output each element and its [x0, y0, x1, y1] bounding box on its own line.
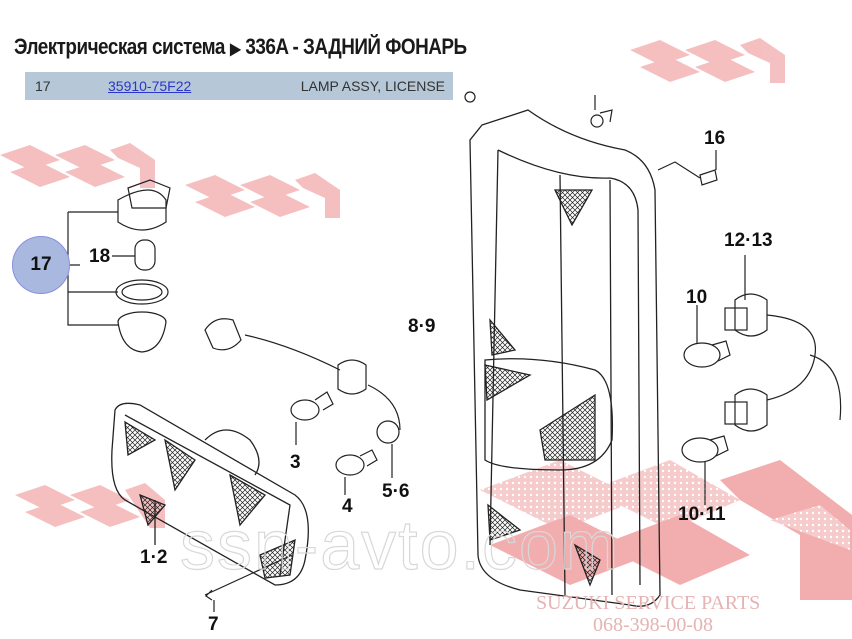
- breadcrumb-category: Электрическая система: [14, 34, 225, 59]
- callout-12-13[interactable]: 12·13: [724, 230, 773, 251]
- callout-3[interactable]: 3: [290, 452, 301, 473]
- breadcrumb-section: 336A - ЗАДНИЙ ФОНАРЬ: [245, 34, 467, 59]
- middle-sockets-bulbs: [204, 318, 401, 495]
- callout-4[interactable]: 4: [342, 496, 353, 517]
- callout-17-highlighted[interactable]: 17: [12, 236, 70, 294]
- logo-watermark-top-right: [630, 38, 785, 83]
- callout-10-11[interactable]: 10·11: [678, 504, 726, 525]
- selected-part-row: 17 35910-75F22 LAMP ASSY, LICENSE: [25, 72, 453, 100]
- callout-8-9[interactable]: 8·9: [408, 316, 436, 337]
- combination-lamp: [111, 402, 309, 586]
- site-watermark: ssn-avto.com: [179, 505, 621, 584]
- callout-16[interactable]: 16: [704, 128, 726, 149]
- phone-watermark: 068-398-00-08: [593, 614, 713, 636]
- company-watermark: SUZUKI SERVICE PARTS: [536, 592, 761, 614]
- callout-18[interactable]: 18: [89, 246, 111, 267]
- logo-watermark-large: [480, 460, 852, 600]
- part-description: LAMP ASSY, LICENSE: [300, 78, 445, 94]
- part-ref: 17: [35, 78, 51, 94]
- tail-lamp-housing: [469, 109, 661, 607]
- breadcrumb-separator-icon: ▶: [230, 41, 241, 58]
- page-title: Электрическая система ▶336A - ЗАДНИЙ ФОНА…: [14, 34, 467, 60]
- license-lamp-parts: [67, 179, 171, 353]
- callout-1-2[interactable]: 1·2: [140, 547, 168, 568]
- logo-watermark-top-left: [0, 143, 155, 188]
- part-number-link[interactable]: 35910-75F22: [108, 78, 192, 94]
- logo-watermark-mid: [185, 173, 340, 218]
- callout-5-6[interactable]: 5·6: [382, 481, 410, 502]
- callout-7[interactable]: 7: [208, 614, 219, 635]
- right-sockets-bulbs: [681, 255, 842, 505]
- callout-10[interactable]: 10: [686, 287, 708, 308]
